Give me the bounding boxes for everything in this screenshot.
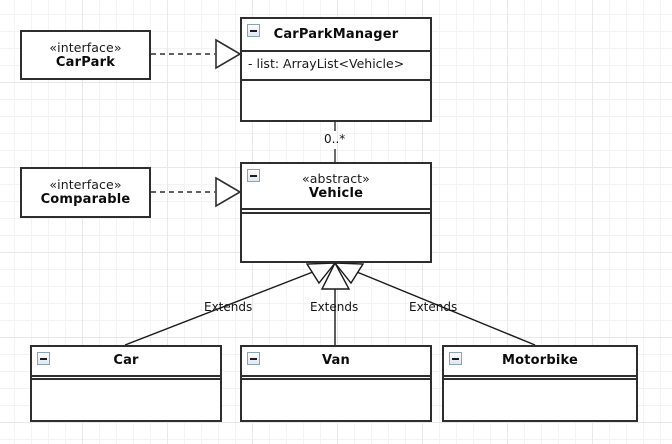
collapse-minus-icon[interactable] [449,352,462,365]
comparable-interface-header: «interface» Comparable [22,169,149,216]
carparkmanager-header: CarParkManager [242,19,430,50]
node-carpark-interface[interactable]: «interface» CarPark [20,30,151,80]
node-comparable-interface[interactable]: «interface» Comparable [20,167,151,218]
node-vehicle[interactable]: «abstract» Vehicle [240,162,432,263]
collapse-minus-icon[interactable] [37,352,50,365]
carpark-interface-name: CarPark [55,54,116,70]
vehicle-name: Vehicle [308,185,364,201]
van-name: Van [322,353,350,368]
van-attributes [242,375,430,378]
edge-label-car-extends: Extends [204,300,253,314]
collapse-minus-icon[interactable] [247,352,260,365]
motorbike-name: Motorbike [501,353,579,368]
van-header: Van [242,347,430,375]
carparkmanager-name: CarParkManager [273,26,399,42]
node-van[interactable]: Van [240,345,432,422]
comparable-interface-name: Comparable [40,192,131,207]
car-operations [32,378,220,416]
association-multiplicity-label: 0..* [324,132,346,146]
edge-carpark-realization [151,38,242,70]
node-motorbike[interactable]: Motorbike [442,345,638,422]
comparable-interface-stereotype: «interface» [49,177,122,192]
collapse-minus-icon[interactable] [247,24,260,37]
motorbike-header: Motorbike [444,347,636,375]
motorbike-attributes [444,375,636,378]
edge-comparable-realization [151,176,242,208]
node-car[interactable]: Car [30,345,222,422]
vehicle-operations [242,212,430,261]
carparkmanager-operations [242,79,430,120]
van-operations [242,378,430,416]
car-attributes [32,375,220,378]
vehicle-stereotype: «abstract» [302,170,370,186]
node-carparkmanager[interactable]: CarParkManager - list: ArrayList<Vehicle… [240,17,432,122]
carparkmanager-attribute-list: - list: ArrayList<Vehicle> [248,56,405,71]
edge-label-van-extends: Extends [310,300,359,314]
edge-label-motorbike-extends: Extends [409,300,458,314]
car-name: Car [113,353,139,368]
car-header: Car [32,347,220,375]
collapse-minus-icon[interactable] [247,169,260,182]
motorbike-operations [444,378,636,416]
carparkmanager-attributes: - list: ArrayList<Vehicle> [242,50,430,79]
carpark-interface-stereotype: «interface» [49,39,122,55]
vehicle-attributes [242,208,430,212]
vehicle-header: «abstract» Vehicle [242,164,430,208]
carpark-interface-header: «interface» CarPark [22,32,149,78]
